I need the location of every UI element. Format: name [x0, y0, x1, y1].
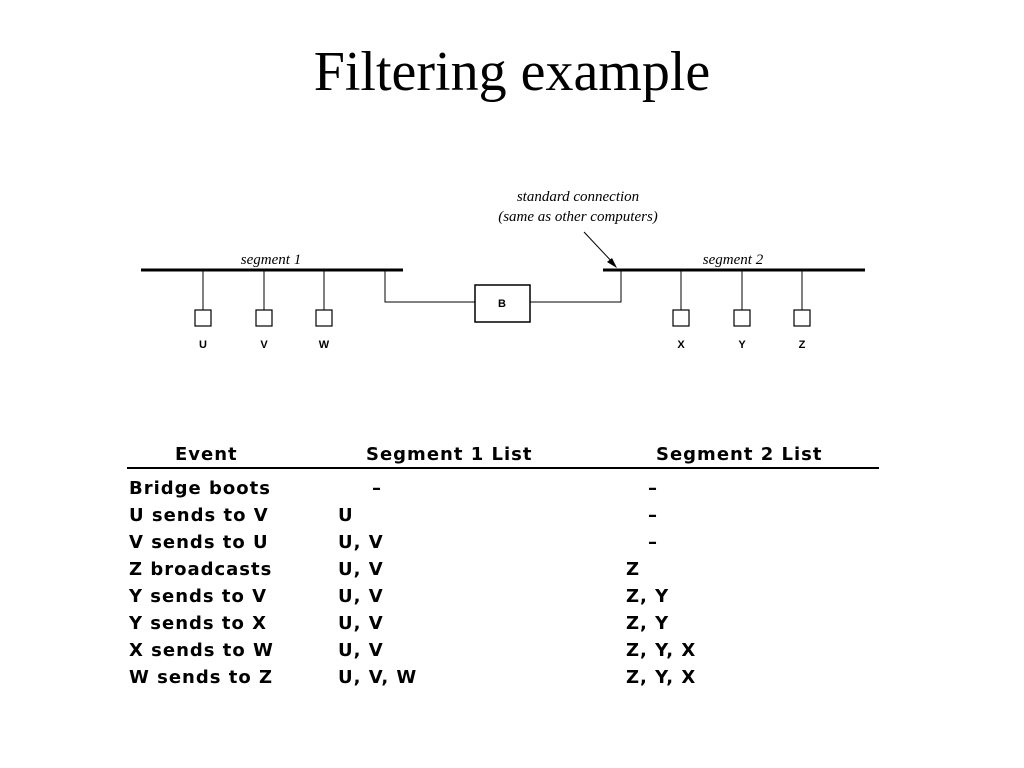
segment-1-cell: U, V — [338, 640, 384, 661]
segment-2: segment 2 X Y Z — [603, 252, 865, 351]
table-row: W sends to Z U, V, W Z, Y, X — [127, 663, 879, 690]
segment-2-cell: Z, Y — [626, 586, 670, 607]
event-cell: U sends to V — [129, 505, 269, 526]
segment-1-cell: U, V — [338, 613, 384, 634]
event-cell: Y sends to X — [129, 613, 268, 634]
segment-1-cell: U, V — [338, 532, 384, 553]
annotation-arrow — [583, 231, 617, 268]
event-cell: W sends to Z — [129, 667, 274, 688]
segment-1-cell: U, V — [338, 559, 384, 580]
slide-title: Filtering example — [313, 41, 711, 103]
host-u-label: U — [199, 339, 207, 351]
table-body: Bridge boots – – U sends to V U – V send… — [127, 469, 879, 690]
table-row: Bridge boots – – — [127, 474, 879, 501]
host-u-box — [194, 309, 212, 327]
event-cell: Bridge boots — [129, 478, 271, 499]
header-event: Event — [175, 444, 238, 465]
segment-1-cell: U, V, W — [338, 667, 418, 688]
segment-1: segment 1 U V W — [141, 252, 403, 351]
table-header: Event Segment 1 List Segment 2 List — [127, 440, 879, 469]
segment-1-cell: U, V — [338, 586, 384, 607]
event-cell: X sends to W — [129, 640, 274, 661]
event-cell: Y sends to V — [129, 586, 268, 607]
table-row: Y sends to V U, V Z, Y — [127, 582, 879, 609]
header-segment-2-list: Segment 2 List — [656, 444, 823, 465]
segment-1-cell: – — [372, 478, 382, 499]
network-diagram: standard connection (same as other compu… — [141, 189, 865, 351]
host-y-label: Y — [738, 339, 746, 351]
host-z-box — [793, 309, 811, 327]
header-segment-1-list: Segment 1 List — [366, 444, 533, 465]
host-x-box — [672, 309, 690, 327]
table-row: U sends to V U – — [127, 501, 879, 528]
segment-1-cell: U — [338, 505, 354, 526]
segment-2-cell: Z — [626, 559, 641, 580]
segment-2-cell: Z, Y, X — [626, 640, 697, 661]
host-w-box — [315, 309, 333, 327]
host-w-label: W — [319, 339, 330, 351]
segment-2-cell: – — [648, 532, 658, 553]
segment-2-cell: Z, Y — [626, 613, 670, 634]
segment-2-cell: Z, Y, X — [626, 667, 697, 688]
segment-2-label: segment 2 — [703, 252, 764, 268]
bridge-label: B — [498, 298, 506, 310]
annotation-line-2: (same as other computers) — [498, 209, 658, 225]
segment-2-cell: – — [648, 478, 658, 499]
bridge: B — [384, 270, 622, 323]
annotation-line-1: standard connection — [517, 189, 639, 205]
host-z-label: Z — [799, 339, 806, 351]
host-v-label: V — [260, 339, 268, 351]
event-table: Event Segment 1 List Segment 2 List Brid… — [127, 440, 879, 690]
table-row: Z broadcasts U, V Z — [127, 555, 879, 582]
table-row: V sends to U U, V – — [127, 528, 879, 555]
table-row: Y sends to X U, V Z, Y — [127, 609, 879, 636]
host-x-label: X — [677, 339, 685, 351]
host-v-box — [255, 309, 273, 327]
segment-1-label: segment 1 — [241, 252, 301, 268]
segment-2-cell: – — [648, 505, 658, 526]
event-cell: V sends to U — [129, 532, 269, 553]
bridge-box — [474, 284, 531, 323]
event-cell: Z broadcasts — [129, 559, 273, 580]
host-y-box — [733, 309, 751, 327]
table-row: X sends to W U, V Z, Y, X — [127, 636, 879, 663]
